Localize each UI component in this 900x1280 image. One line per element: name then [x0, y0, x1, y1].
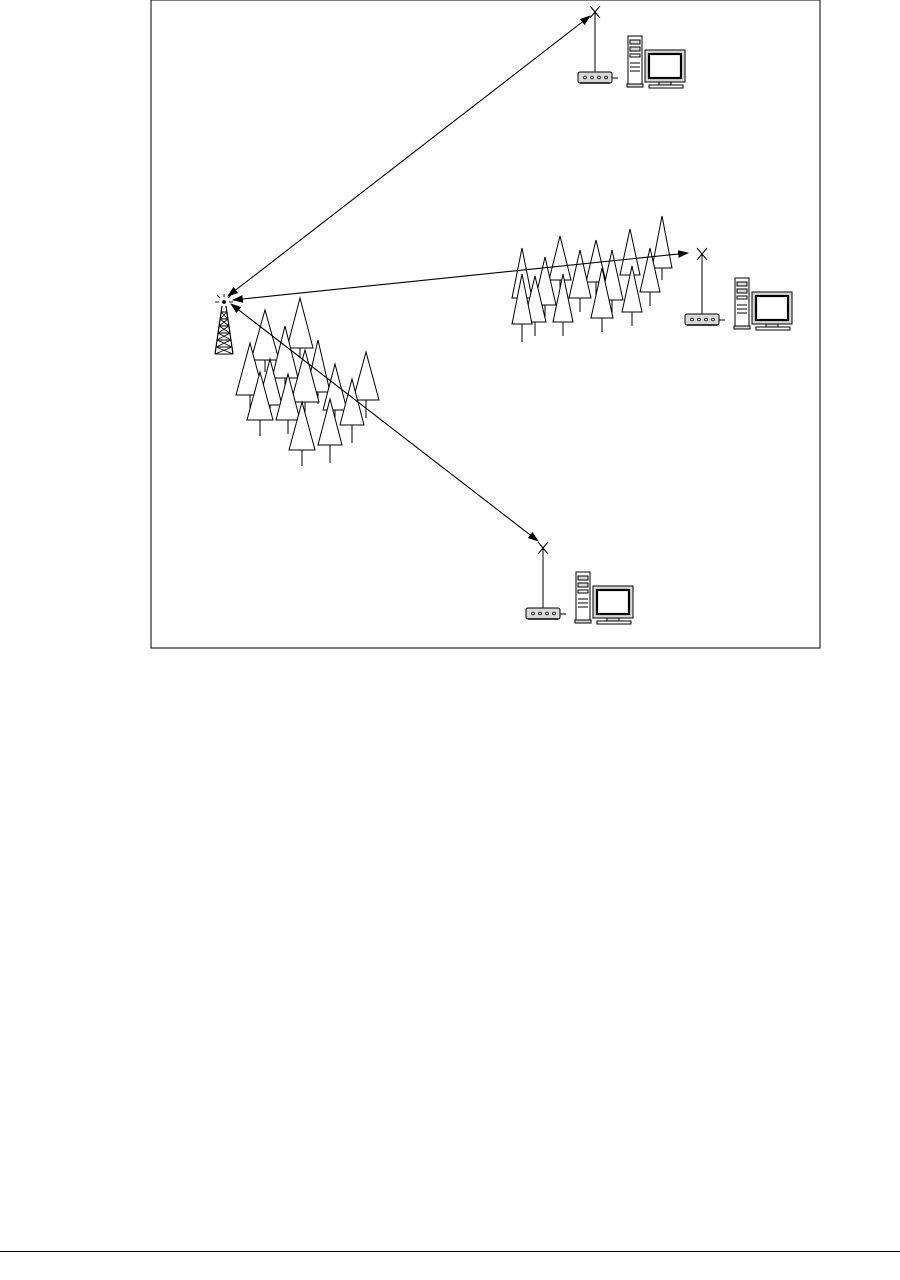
modem-icon — [578, 72, 612, 83]
page-footer-rule — [0, 1251, 900, 1252]
computer-tower-icon — [575, 572, 591, 623]
computer-tower-icon — [734, 278, 750, 329]
modem-icon — [685, 314, 719, 325]
monitor-icon — [593, 586, 633, 624]
modem-icon — [526, 608, 560, 619]
monitor-icon — [752, 292, 792, 330]
computer-tower-icon — [627, 36, 643, 87]
monitor-icon — [645, 50, 685, 88]
